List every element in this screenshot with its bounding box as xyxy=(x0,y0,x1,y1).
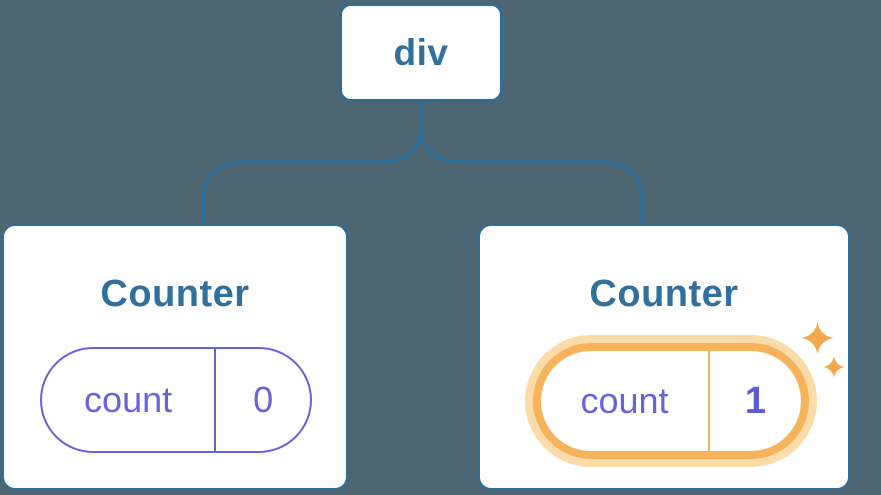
sparkle-icon xyxy=(823,356,845,378)
state-pill: count 0 xyxy=(40,347,312,453)
root-node-div: div xyxy=(339,3,503,102)
state-label: count xyxy=(42,349,217,451)
sparkle-icon xyxy=(801,321,834,355)
component-title: Counter xyxy=(100,273,250,315)
counter-card-left: Counter count 0 xyxy=(2,224,348,490)
connector-right-branch xyxy=(419,102,644,226)
connector-left-branch xyxy=(201,102,423,226)
state-value: 1 xyxy=(744,379,767,422)
root-node-label: div xyxy=(393,31,449,73)
state-pill-highlighted: count 1 xyxy=(533,343,809,459)
component-title: Counter xyxy=(589,273,739,315)
state-label: count xyxy=(541,351,710,451)
state-value: 0 xyxy=(253,379,274,420)
counter-card-right: Counter count 1 xyxy=(478,224,850,490)
